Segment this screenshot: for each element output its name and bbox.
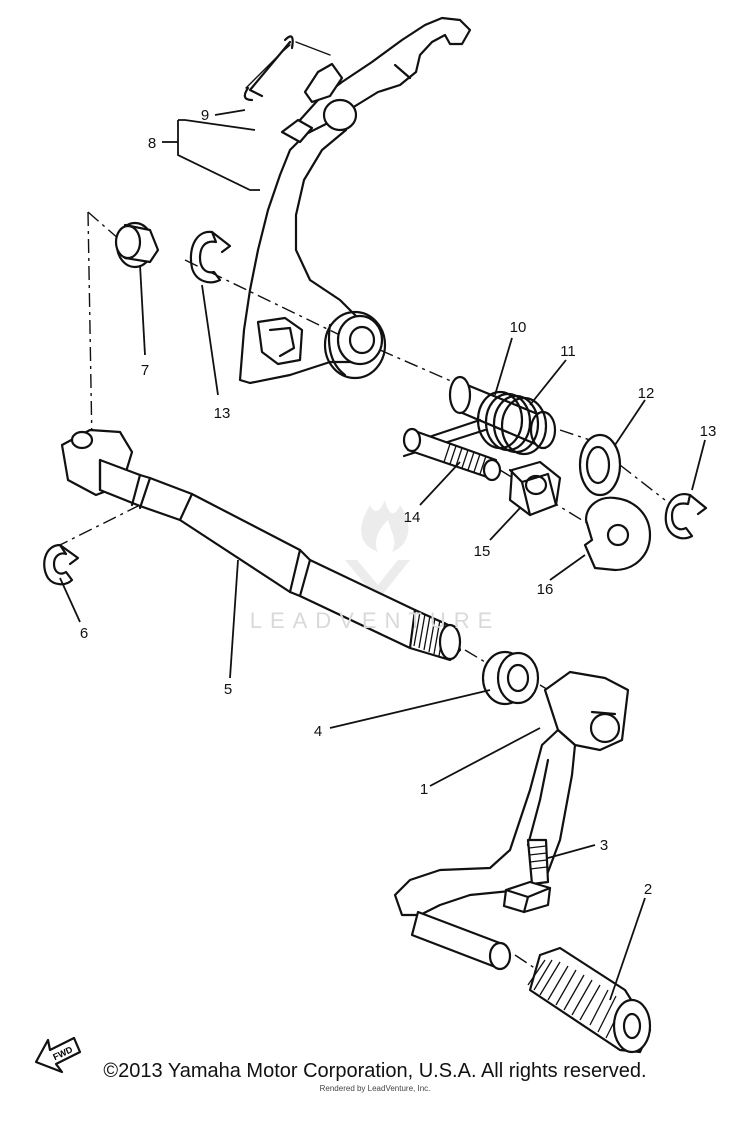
pedal-bolt	[502, 838, 552, 914]
watermark-text: LEADVENTURE	[249, 608, 501, 633]
callout-13-right: 13	[700, 423, 717, 440]
circlip-upper	[189, 230, 232, 284]
shift-arm-spring	[243, 35, 331, 102]
hex-nut	[508, 460, 562, 517]
washer	[578, 433, 622, 497]
callout-12: 12	[638, 385, 655, 402]
callout-13-lower: 13	[214, 405, 231, 422]
callout-5: 5	[224, 681, 232, 698]
shift-shaft	[60, 428, 462, 662]
leader-lines	[59, 109, 706, 1001]
torsion-spring	[402, 390, 548, 458]
callout-labels: 1 2 3 4 5 6 7 8 9 10 11 12 13 13 14 15 1…	[80, 107, 717, 898]
oil-seal	[481, 650, 540, 706]
fwd-arrow-icon: FWD	[34, 1036, 82, 1074]
copyright-notice: ©2013 Yamaha Motor Corporation, U.S.A. A…	[103, 1060, 647, 1082]
callout-3: 3	[600, 837, 608, 854]
callout-10: 10	[510, 319, 527, 336]
stopper-plate	[583, 496, 652, 572]
shift-arm-assembly	[238, 16, 472, 385]
callout-11: 11	[560, 343, 576, 360]
circlip-lower	[43, 543, 80, 586]
callout-15: 15	[474, 543, 491, 560]
shaft-splines	[413, 611, 451, 659]
shift-pedal	[393, 670, 630, 971]
callout-9: 9	[201, 107, 209, 124]
callout-4: 4	[314, 723, 322, 740]
callout-14: 14	[404, 509, 421, 526]
callout-8: 8	[148, 135, 156, 152]
collar	[114, 221, 160, 269]
stopper-bolt	[402, 427, 502, 482]
callout-1: 1	[420, 781, 428, 798]
callout-16: 16	[537, 581, 554, 598]
pedal-rubber	[527, 946, 652, 1054]
callout-6: 6	[80, 625, 88, 642]
callout-7: 7	[141, 362, 149, 379]
render-credit: Rendered by LeadVenture, Inc.	[319, 1084, 431, 1093]
circlip-right	[664, 492, 708, 540]
callout-2: 2	[644, 881, 652, 898]
pivot-collar	[448, 375, 557, 450]
watermark-logo	[345, 500, 410, 600]
